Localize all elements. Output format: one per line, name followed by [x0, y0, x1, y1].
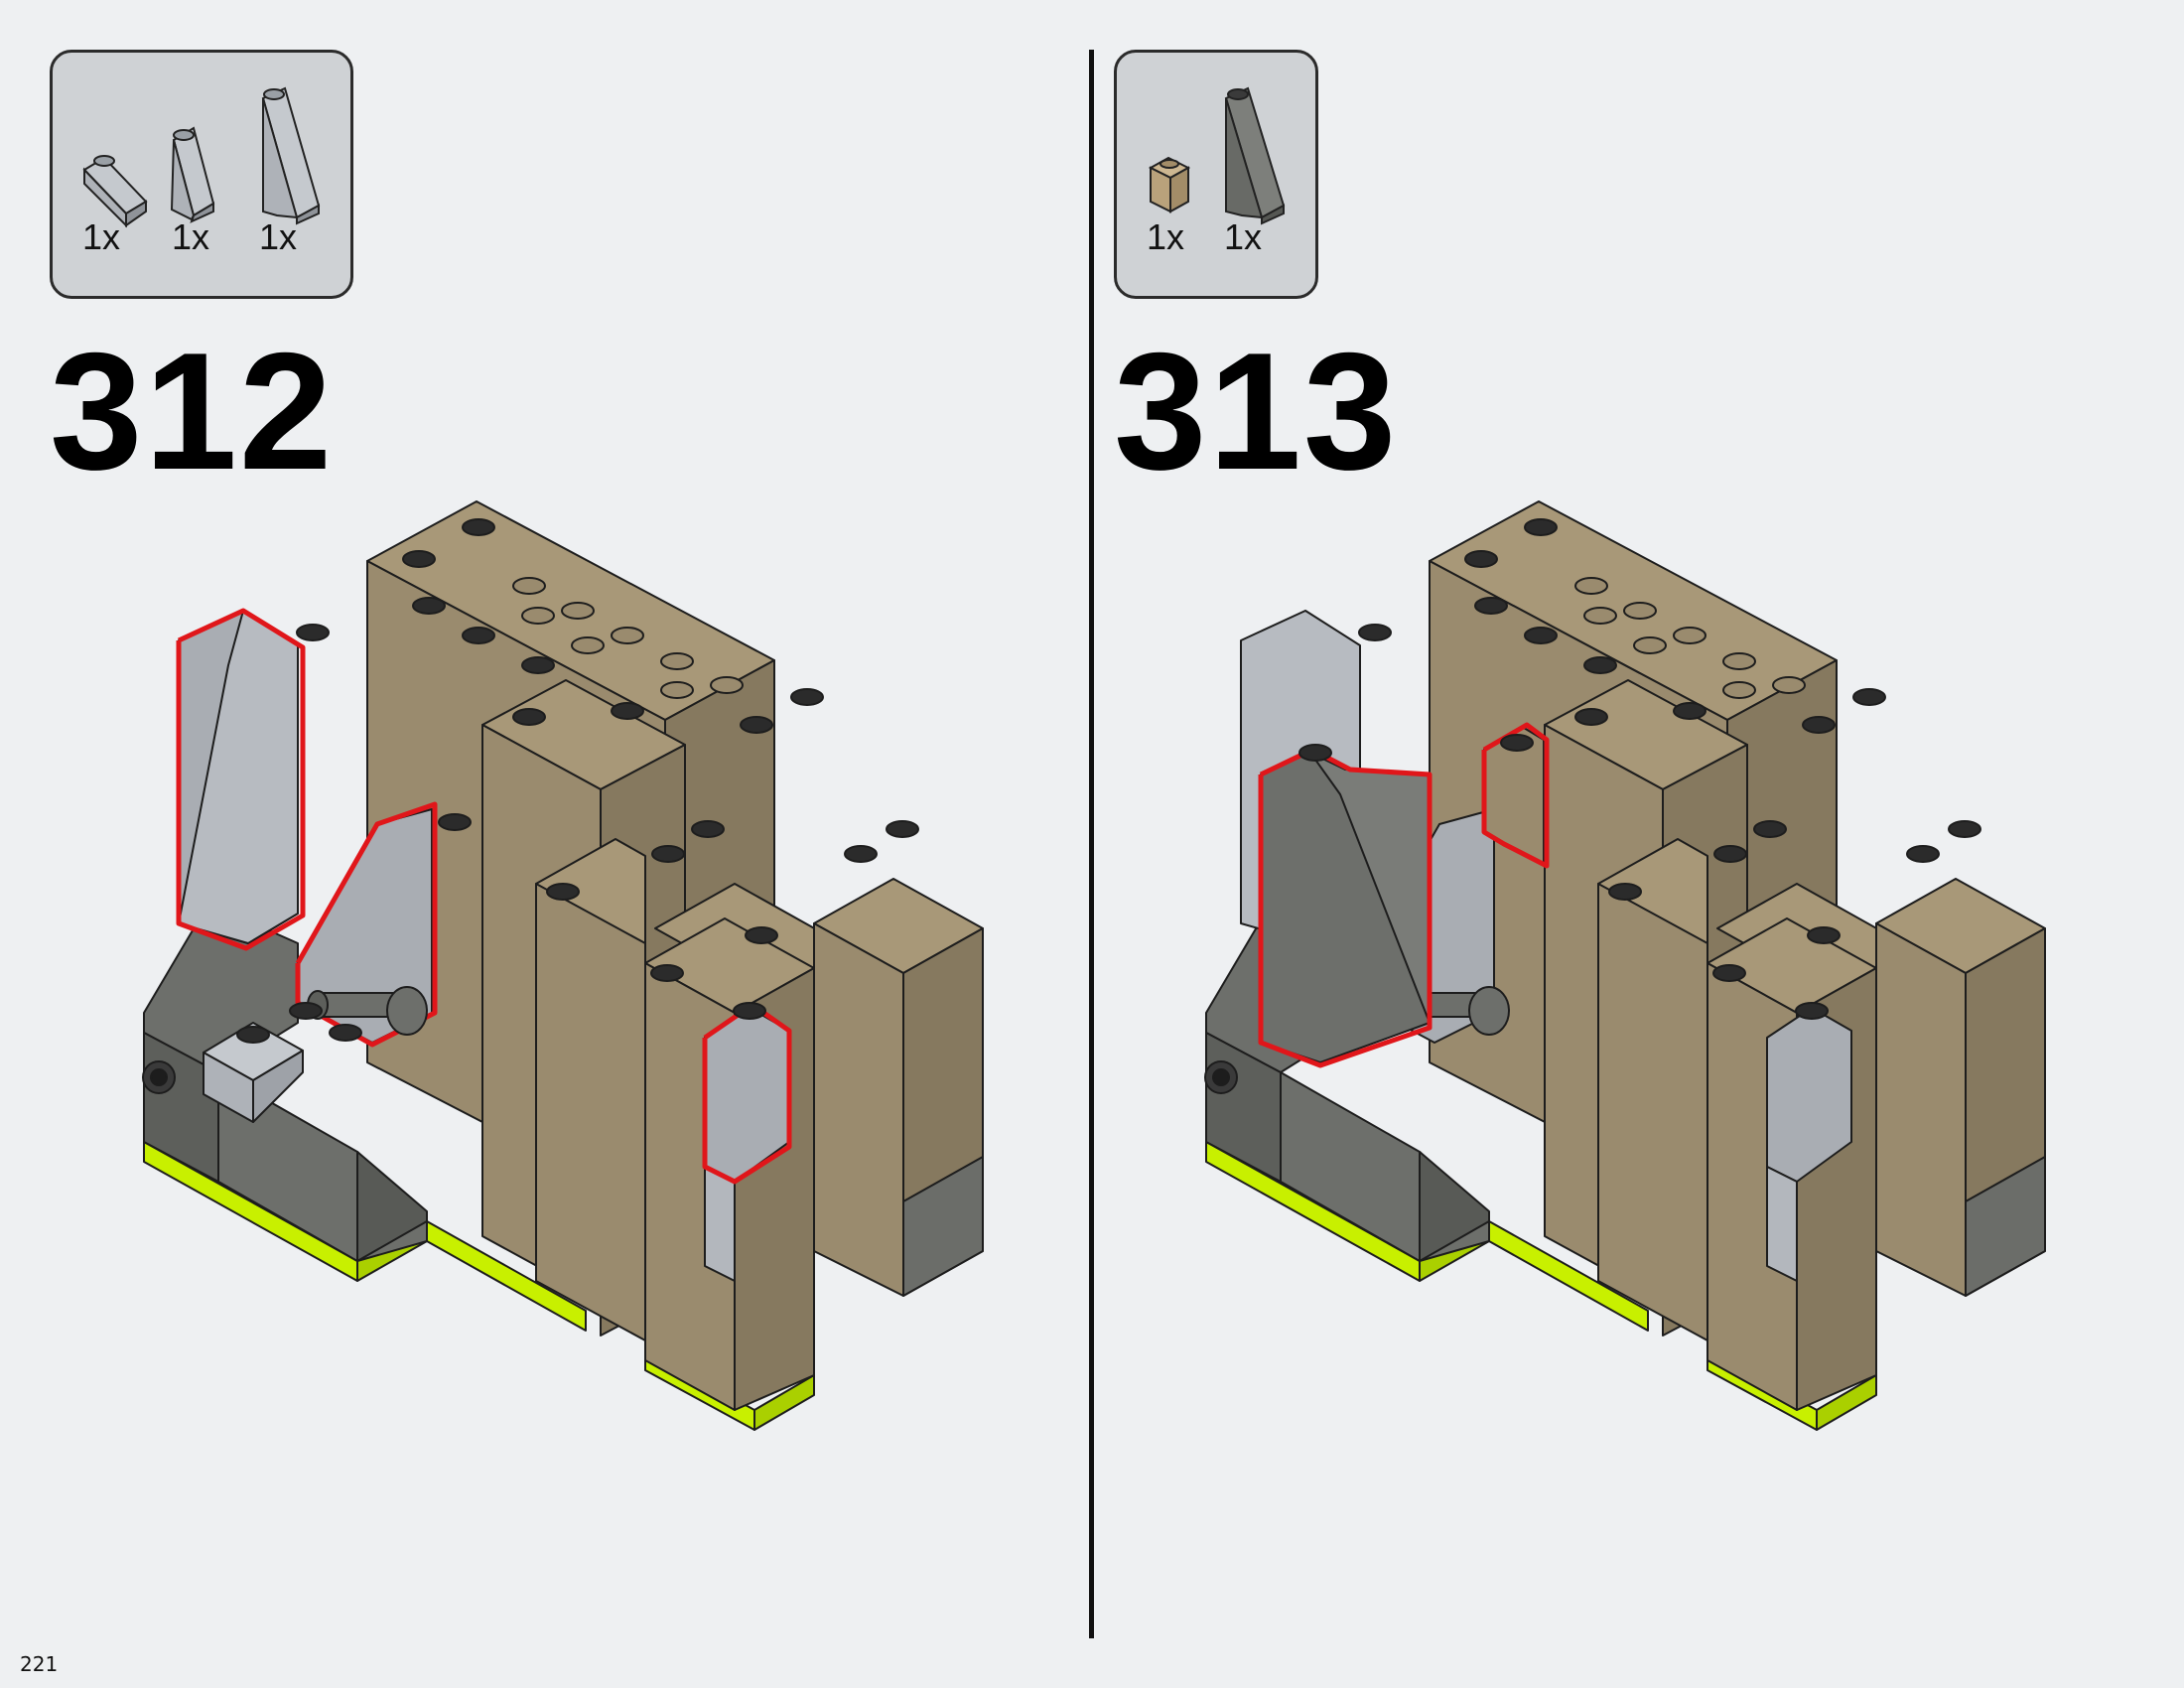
brick-1x1-tan-icon — [1148, 156, 1191, 213]
step-divider — [1089, 50, 1094, 1638]
slope-1x2x3-dark-gray-icon — [1224, 86, 1286, 225]
model-step-312 — [142, 500, 984, 1431]
slope-1x2x2-light-gray-icon — [170, 126, 215, 223]
slope-1x2-light-gray-icon — [82, 155, 148, 228]
parts-callout-313: 1x 1x — [1114, 50, 1318, 299]
step-number-313: 313 — [1114, 318, 1399, 504]
part-qty: 1x — [172, 216, 210, 257]
part-qty: 1x — [1224, 216, 1263, 257]
step-number-312: 312 — [50, 318, 335, 504]
model-step-313 — [1204, 500, 2046, 1431]
part-qty: 1x — [82, 216, 121, 257]
part-qty: 1x — [1147, 216, 1185, 257]
part-qty: 1x — [259, 216, 298, 257]
slope-1x2x3-light-gray-icon — [261, 86, 321, 225]
page-number: 221 — [20, 1652, 59, 1676]
parts-callout-312: 1x 1x 1x — [50, 50, 353, 299]
